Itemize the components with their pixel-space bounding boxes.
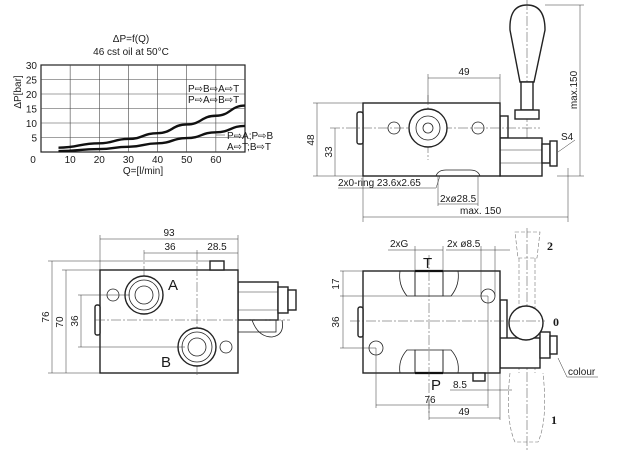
y-tick-label: 15 (26, 105, 38, 116)
port-a (124, 275, 164, 315)
lever-nut (514, 109, 540, 120)
port-circle (408, 108, 448, 148)
section-view: T P 2xG 2x ø8.5 2 0 1 colour 17 36 8.5 7… (331, 228, 598, 450)
x-tick-label: 10 (65, 155, 77, 166)
x-tick-label: 20 (94, 155, 106, 166)
lever-position-2 (514, 231, 541, 259)
lever-position-2-label: 2 (547, 239, 553, 253)
side-view: 49 max.150 48 33 S4 2x0-ring 23.6x2.65 2… (306, 0, 584, 222)
dim-49: 49 (458, 407, 470, 418)
legend-upper-1: P⇨B⇨A⇨T (188, 84, 239, 95)
hole-spec: 2x ø8.5 (447, 239, 481, 250)
lever-position-1 (508, 372, 545, 443)
y-tick-label: 5 (31, 134, 37, 145)
legend-upper-2: P⇨A⇨B⇨T (188, 95, 239, 106)
dim-33: 33 (324, 146, 335, 158)
dim-93: 93 (163, 228, 175, 239)
dim-17: 17 (331, 278, 342, 290)
legend-lower-1: P⇨A;P⇨B (227, 131, 274, 142)
dim-76: 76 (41, 311, 52, 323)
pressure-drop-chart: ΔP=f(Q) 46 cst oil at 50°C ΔP[bar] Q=[l/… (13, 34, 274, 177)
chart-grid (40, 64, 246, 153)
mount-hole (387, 121, 401, 135)
port-p-label: P (431, 377, 441, 394)
dim-36-vertical: 36 (70, 315, 81, 327)
dim-36: 36 (331, 316, 342, 328)
valve-cartridge (499, 337, 541, 369)
chart-xlabel: Q=[l/min] (123, 166, 164, 177)
legend-lower-2: A⇨T;B⇨T (227, 142, 271, 153)
mount-hole (219, 340, 233, 354)
valve-cartridge (237, 281, 279, 321)
chart-ticks: 0 10 20 30 40 50 60 5 10 15 20 25 30 (26, 61, 222, 166)
valve-cartridge (499, 137, 543, 177)
dim-8-5: 8.5 (453, 380, 467, 391)
mount-hole (471, 121, 485, 135)
lever-position-1-label: 1 (551, 413, 557, 427)
dim-49: 49 (458, 67, 470, 78)
port-diameter: 2xø28.5 (440, 194, 477, 205)
series-line-2 (58, 124, 246, 153)
oring-spec: 2x0-ring 23.6x2.65 (338, 178, 421, 189)
x-tick-label: 30 (123, 155, 135, 166)
y-tick-label: 30 (26, 61, 38, 72)
x-tick-label: 60 (210, 155, 222, 166)
lever-position-0-label: 0 (553, 315, 559, 329)
chart-subtitle: 46 cst oil at 50°C (93, 47, 169, 58)
chart-lines (58, 104, 246, 153)
dim-max150-horizontal: max. 150 (460, 206, 502, 217)
lever-handle (509, 4, 546, 83)
chart-title: ΔP=f(Q) (113, 34, 149, 45)
valve-body-front (99, 269, 239, 374)
dim-max150-vertical: max.150 (569, 70, 580, 109)
port-t-label: T (423, 255, 432, 272)
wrench-size-s4: S4 (561, 132, 574, 143)
y-tick-label: 10 (26, 119, 38, 130)
front-view: A B 93 36 28.5 76 70 36 (41, 228, 297, 375)
port-b-label: B (161, 354, 171, 371)
valve-body-section (362, 270, 501, 374)
thread-spec: 2xG (390, 239, 409, 250)
dim-48: 48 (306, 134, 317, 146)
x-tick-label: 0 (30, 155, 36, 166)
dim-70: 70 (55, 316, 66, 328)
series-line-1 (58, 104, 246, 149)
x-tick-label: 40 (152, 155, 164, 166)
y-tick-label: 25 (26, 76, 38, 87)
x-tick-label: 50 (181, 155, 193, 166)
plug (357, 306, 364, 338)
y-tick-label: 20 (26, 90, 38, 101)
colour-callout: colour (568, 367, 596, 378)
dim-76: 76 (424, 395, 436, 406)
lever-stem (520, 81, 534, 111)
dim-28-5: 28.5 (207, 242, 227, 253)
dim-36: 36 (164, 242, 176, 253)
chart-ylabel: ΔP[bar] (13, 75, 24, 109)
lever-ball (508, 305, 544, 341)
port-a-label: A (168, 277, 178, 294)
